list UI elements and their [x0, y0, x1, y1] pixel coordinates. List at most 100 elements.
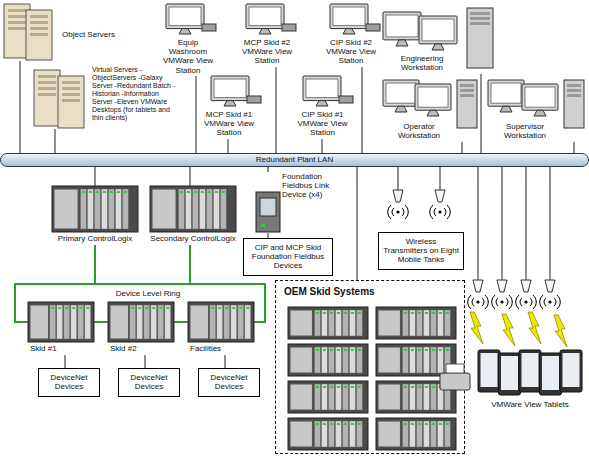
io-module: [57, 305, 63, 339]
module-led: [425, 423, 428, 425]
view-station: CIP Skid #2 VMWare View Station: [322, 4, 380, 67]
pc-tower: [467, 8, 493, 68]
node-text: Equip Washroom VMWare View Station: [158, 38, 218, 75]
module-led: [222, 191, 225, 193]
tablet-screen: [542, 356, 559, 390]
network-switch: [282, 24, 296, 31]
monitor-screen: [214, 79, 246, 98]
lightning-bolt: [554, 315, 567, 347]
io-module: [217, 305, 223, 339]
io-module: [321, 310, 327, 336]
tablet-screen: [481, 353, 498, 387]
module-led: [404, 349, 407, 351]
module-led: [411, 312, 414, 314]
node-text: DeviceNet Devices: [203, 373, 255, 391]
io-module: [409, 310, 415, 336]
network-connector: [196, 76, 197, 153]
plc-chassis: [288, 307, 368, 339]
io-module: [444, 310, 450, 336]
drive-bay: [460, 94, 474, 97]
module-led: [404, 423, 407, 425]
io-module: [80, 189, 86, 229]
node-icon: [488, 80, 585, 160]
monitor-bezel: [415, 84, 451, 110]
module-led: [65, 307, 68, 309]
io-module: [71, 305, 77, 339]
module-led: [159, 307, 162, 309]
antenna: [430, 190, 451, 219]
node-text: DeviceNet Devices: [123, 373, 175, 391]
io-module: [224, 305, 230, 339]
io-module: [349, 310, 355, 336]
ring-segment: [95, 283, 190, 285]
server-bay: [38, 81, 56, 84]
node-text: Facilities: [190, 344, 252, 353]
network-connector: [145, 355, 146, 368]
io-module: [158, 305, 164, 339]
node-text: Foundation Fieldbus Link Device (x4): [282, 172, 352, 200]
module-led: [351, 312, 354, 314]
module-led: [166, 307, 169, 309]
module-led: [194, 191, 197, 193]
power-supply: [190, 305, 208, 339]
module-led: [439, 423, 442, 425]
network-connector: [65, 355, 66, 368]
drive-bay: [567, 94, 581, 97]
io-module: [402, 384, 408, 410]
io-module: [231, 305, 237, 339]
network-connector: [190, 167, 191, 186]
module-led: [439, 349, 442, 351]
node-icon: [440, 350, 585, 430]
skid-chassis: Skid #2: [108, 302, 174, 355]
plc-chassis: [28, 302, 94, 342]
tablet-screen: [522, 353, 539, 387]
device-box: CIP and MCP Skid Foundation Fieldbus Dev…: [243, 238, 333, 276]
module-led: [418, 349, 421, 351]
controller: Primary ControlLogix: [50, 186, 140, 245]
module-led: [96, 191, 99, 193]
io-module: [87, 189, 93, 229]
monitor-stand: [343, 29, 355, 34]
link-device: Foundation Fieldbus Link Device (x4): [252, 172, 352, 233]
antenna: [492, 280, 513, 309]
printer-body: [440, 373, 470, 390]
io-module: [101, 189, 107, 229]
module-led: [351, 423, 354, 425]
node-text: Supervisor Workstation: [488, 122, 562, 140]
io-module: [321, 384, 327, 410]
ring-connector: [174, 321, 188, 323]
power-supply: [378, 310, 400, 336]
module-led: [418, 312, 421, 314]
io-module: [78, 305, 84, 339]
io-module: [314, 310, 320, 336]
node-text: CIP Skid #1 VMWare View Station: [295, 110, 350, 138]
module-led: [218, 307, 221, 309]
network-connector: [55, 129, 56, 153]
monitor-stand: [316, 101, 328, 106]
power-supply: [378, 384, 400, 410]
network-connector: [276, 67, 277, 153]
io-module: [342, 421, 348, 447]
module-led: [337, 386, 340, 388]
module-led: [330, 386, 333, 388]
workstation: Engineering Workstation: [383, 8, 498, 74]
io-module: [430, 384, 436, 410]
io-module: [437, 347, 443, 373]
node-text: Secondary ControlLogix: [148, 234, 238, 243]
monitor-screen: [422, 19, 454, 41]
module-led: [316, 349, 319, 351]
monitor-bezel: [211, 76, 249, 101]
tablet-screen: [563, 353, 580, 387]
io-module: [321, 421, 327, 447]
device-box: DeviceNet Devices: [118, 368, 180, 397]
network-switch: [202, 24, 216, 31]
plc-chassis: [288, 418, 368, 450]
node-icon: [276, 281, 466, 455]
monitor-stand: [500, 106, 512, 112]
module-led: [323, 386, 326, 388]
network-connector: [322, 139, 323, 153]
module-led: [404, 386, 407, 388]
node-icon: [50, 186, 140, 266]
io-module: [349, 347, 355, 373]
module-led: [411, 386, 414, 388]
